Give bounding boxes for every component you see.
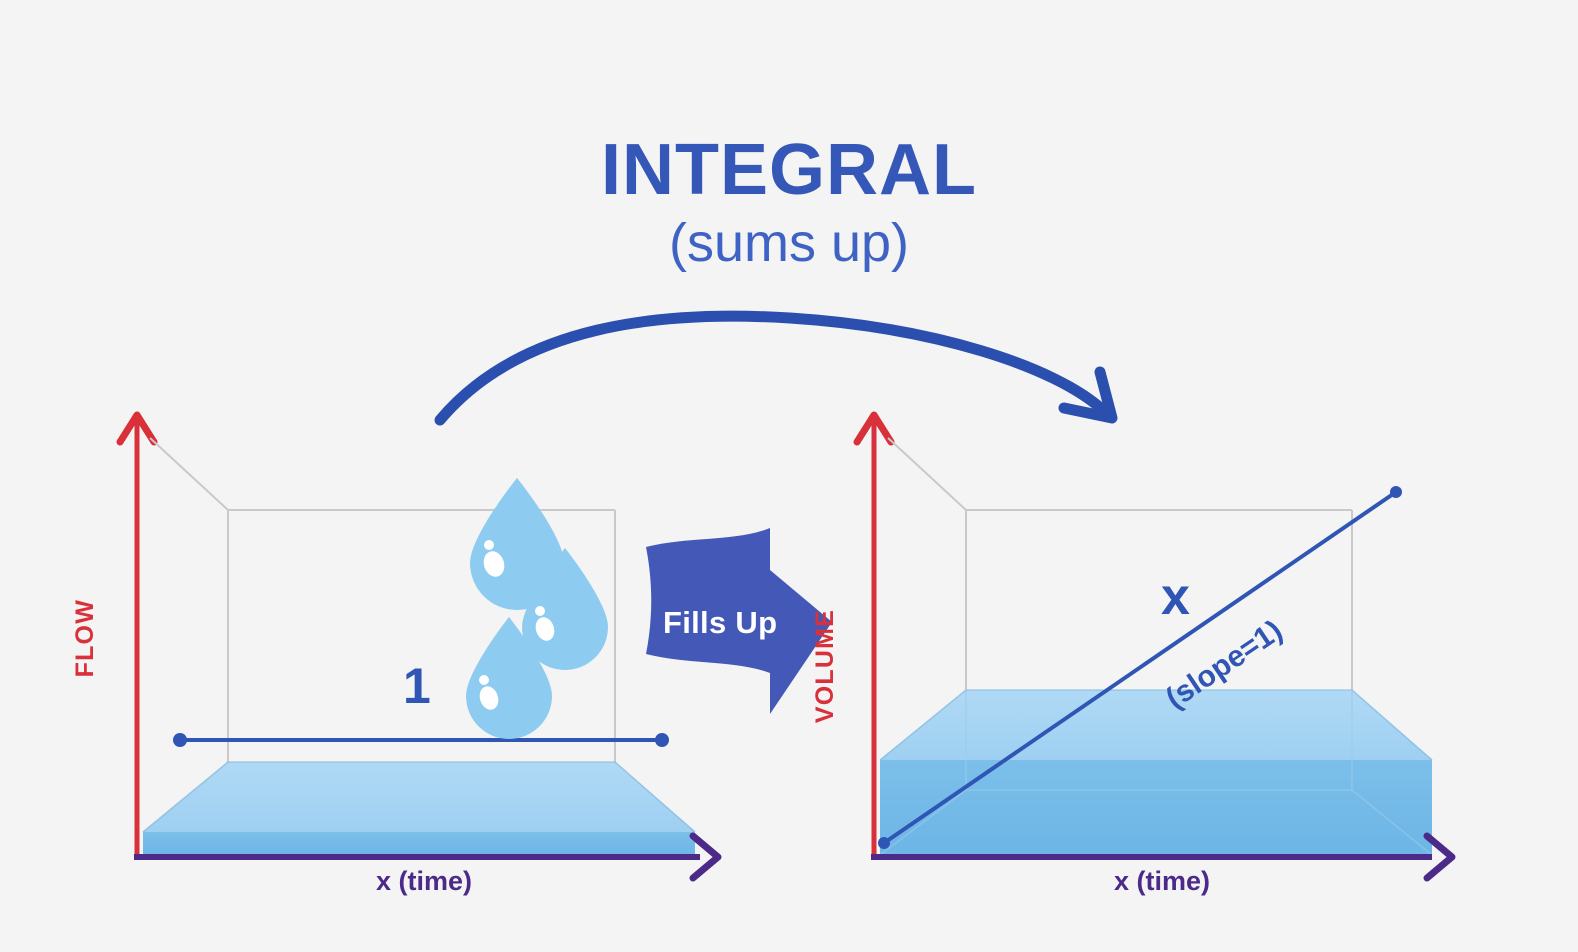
- right-panel-plot: [853, 411, 1456, 882]
- right-ramp-line: [878, 486, 1402, 849]
- curved-arrow-icon: [434, 310, 1118, 426]
- fills-up-label: Fills Up: [663, 605, 778, 640]
- left-flow-line: [173, 733, 669, 747]
- right-x-axis: [871, 832, 1456, 882]
- left-y-axis-label: FLOW: [71, 599, 99, 678]
- water-droplet-icon-3: [466, 617, 552, 739]
- right-water-volume: [879, 689, 1433, 858]
- left-x-axis-label: x (time): [375, 866, 473, 896]
- left-water-volume: [142, 761, 696, 858]
- left-panel-plot: [116, 411, 722, 882]
- right-x-axis-label: x (time): [1113, 866, 1211, 896]
- left-x-axis: [134, 832, 722, 882]
- ramp-label: x: [1161, 568, 1190, 626]
- left-y-axis: [116, 411, 158, 855]
- right-box-wireframe: [887, 437, 1353, 790]
- water-droplet-icon-2: [522, 548, 608, 670]
- right-y-axis: [853, 411, 895, 855]
- page-subtitle: (sums up): [668, 213, 910, 273]
- flow-constant-label: 1: [403, 658, 431, 714]
- water-droplet-icon-1: [470, 478, 564, 610]
- fills-up-arrow: [646, 528, 832, 714]
- left-box-wireframe: [149, 437, 616, 790]
- page-title: INTEGRAL: [601, 130, 977, 210]
- right-y-axis-label: VOLUME: [811, 609, 839, 724]
